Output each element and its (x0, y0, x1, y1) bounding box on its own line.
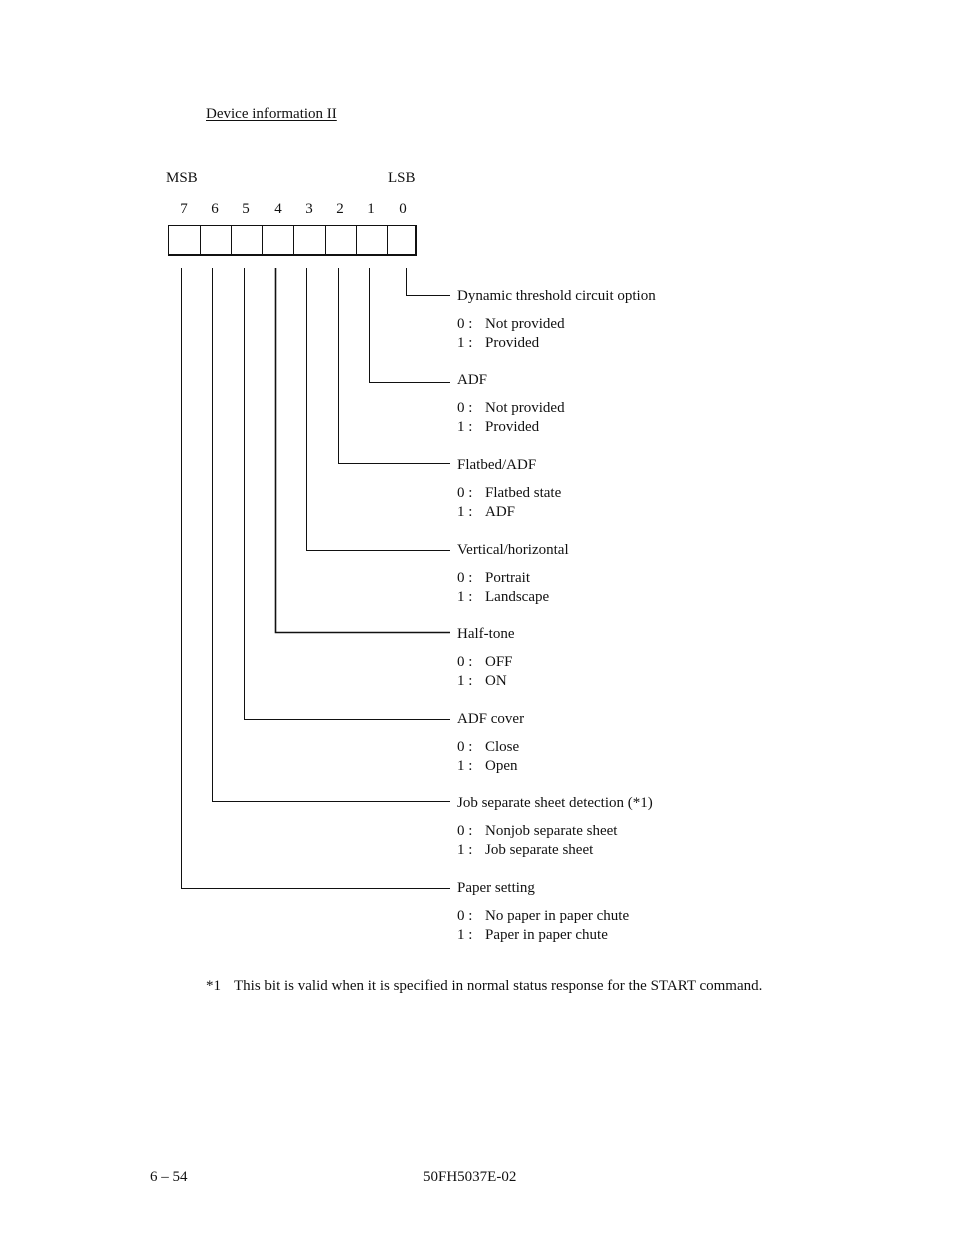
bit-number-2: 2 (336, 201, 344, 217)
field-option: 0 :Flatbed state (457, 485, 562, 501)
leader-line-bit-5 (244, 268, 450, 720)
bit-cell-divider (231, 226, 232, 254)
leader-line-bit-2 (338, 268, 450, 464)
field-option: 1 :ADF (457, 504, 516, 520)
register-bit-boxes (168, 225, 417, 256)
leader-line-bit-1 (369, 268, 450, 383)
page-number: 6 – 54 (150, 1169, 188, 1185)
bit-cell-divider (325, 226, 326, 254)
field-name: ADF (457, 372, 488, 388)
field-option: 1 :Open (457, 758, 518, 774)
leader-line-bit-7 (181, 268, 450, 889)
field-bit-1: ADF 0 :Not provided 1 :Provided (457, 371, 565, 437)
field-name: Half-tone (457, 626, 515, 642)
field-name: Job separate sheet detection (*1) (457, 795, 653, 811)
field-bit-7: Paper setting 0 :No paper in paper chute… (457, 879, 629, 945)
field-name: Flatbed/ADF (457, 457, 537, 473)
field-name: ADF cover (457, 711, 525, 727)
field-option: 0 :Close (457, 739, 520, 755)
field-option: 0 :Portrait (457, 570, 530, 586)
footnote-text: This bit is valid when it is specified i… (234, 978, 763, 994)
bit-cell-divider (356, 226, 357, 254)
bit-cell-divider (262, 226, 263, 254)
lsb-label: LSB (388, 170, 416, 186)
field-option: 1 :ON (457, 673, 507, 689)
bit-number-4: 4 (274, 201, 282, 217)
field-bit-2: Flatbed/ADF 0 :Flatbed state 1 :ADF (457, 456, 561, 522)
footnote: *1 This bit is valid when it is specifie… (206, 977, 806, 996)
msb-label: MSB (166, 170, 198, 186)
bit-number-5: 5 (242, 201, 250, 217)
field-bit-6: Job separate sheet detection (*1) 0 :Non… (457, 794, 653, 860)
field-name: Dynamic threshold circuit option (457, 288, 656, 304)
field-option: 0 :Not provided (457, 400, 565, 416)
document-id: 50FH5037E-02 (423, 1169, 517, 1185)
field-option: 1 :Job separate sheet (457, 842, 594, 858)
field-option: 1 :Landscape (457, 589, 550, 605)
bit-number-0: 0 (399, 201, 407, 217)
field-bit-5: ADF cover 0 :Close 1 :Open (457, 710, 524, 776)
field-bit-0: Dynamic threshold circuit option 0 :Not … (457, 287, 656, 353)
leader-line-bit-6 (212, 268, 450, 802)
footnote-mark: *1 (206, 978, 221, 994)
field-option: 0 :Nonjob separate sheet (457, 823, 618, 839)
field-option: 0 :No paper in paper chute (457, 908, 630, 924)
bit-number-1: 1 (367, 201, 375, 217)
leader-line-bit-4 (274, 268, 450, 634)
field-bit-3: Vertical/horizontal 0 :Portrait 1 :Lands… (457, 541, 569, 607)
bit-number-7: 7 (180, 201, 188, 217)
field-name: Paper setting (457, 880, 535, 896)
bit-number-6: 6 (211, 201, 219, 217)
leader-line-bit-0 (406, 268, 450, 296)
field-option: 1 :Paper in paper chute (457, 927, 608, 943)
bit-number-3: 3 (305, 201, 313, 217)
field-bit-4: Half-tone 0 :OFF 1 :ON (457, 625, 514, 691)
field-name: Vertical/horizontal (457, 542, 569, 558)
field-option: 0 :Not provided (457, 316, 565, 332)
field-option: 1 :Provided (457, 419, 540, 435)
field-option: 1 :Provided (457, 335, 540, 351)
bit-cell-divider (200, 226, 201, 254)
leader-line-bit-3 (306, 268, 450, 551)
bit-cell-divider (293, 226, 294, 254)
field-option: 0 :OFF (457, 654, 513, 670)
bit-cell-divider (387, 226, 388, 254)
section-title: Device information II (206, 106, 337, 122)
